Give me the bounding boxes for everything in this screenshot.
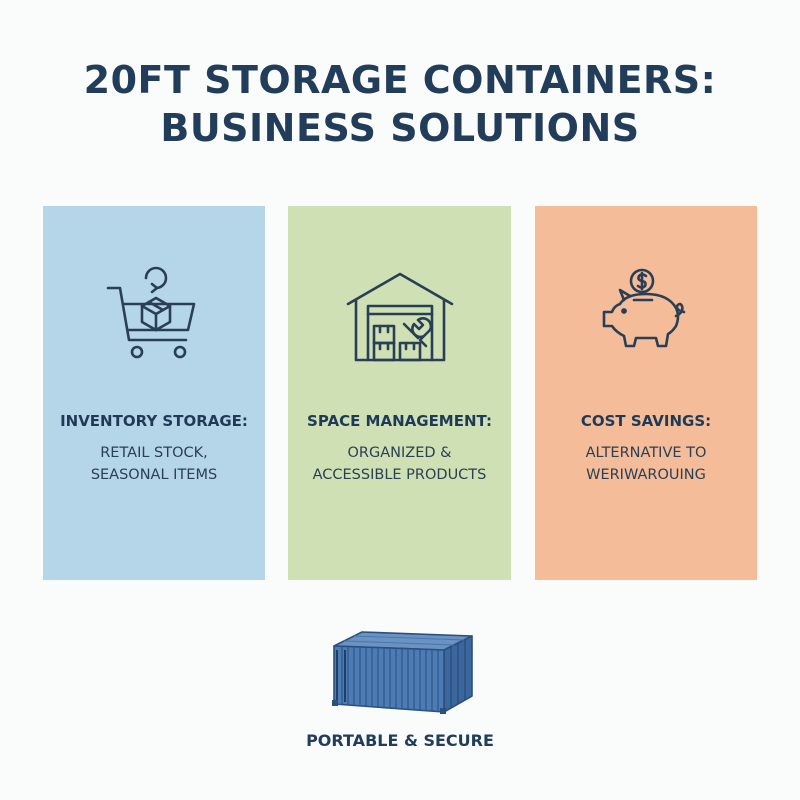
panel-description: RETAIL STOCK, SEASONAL ITEMS	[43, 442, 265, 486]
title-line-1: 20FT STORAGE CONTAINERS:	[83, 58, 717, 102]
shopping-cart-box-icon	[104, 264, 204, 368]
panel-description: ORGANIZED & ACCESSIBLE PRODUCTS	[288, 442, 511, 486]
panel-inventory-storage: INVENTORY STORAGE: RETAIL STOCK, SEASONA…	[43, 206, 265, 580]
footer-label: PORTABLE & SECURE	[306, 731, 494, 750]
panel-description-line: ALTERNATIVE TO	[585, 445, 707, 461]
panel-heading: INVENTORY STORAGE:	[60, 412, 248, 430]
page-title: 20FT STORAGE CONTAINERS: BUSINESS SOLUTI…	[0, 56, 800, 152]
panel-space-management: SPACE MANAGEMENT: ORGANIZED & ACCESSIBLE…	[288, 206, 511, 580]
panel-description-line: WERIWAROUING	[586, 467, 706, 483]
shipping-container-icon	[328, 626, 474, 722]
title-line-2: BUSINESS SOLUTIONS	[160, 106, 640, 150]
panel-cost-savings: COST SAVINGS: ALTERNATIVE TO WERIWAROUIN…	[535, 206, 757, 580]
panel-description-line: ORGANIZED &	[347, 445, 452, 461]
panel-description: ALTERNATIVE TO WERIWAROUING	[535, 442, 757, 486]
panel-heading: COST SAVINGS:	[580, 412, 712, 430]
panel-heading: SPACE MANAGEMENT:	[307, 412, 492, 430]
panel-description-line: ACCESSIBLE PRODUCTS	[312, 467, 487, 483]
panel-description-line: SEASONAL ITEMS	[90, 467, 218, 483]
panel-description-line: RETAIL STOCK,	[100, 445, 208, 461]
piggy-bank-dollar-icon	[596, 264, 696, 368]
warehouse-boxes-wrench-icon	[344, 264, 456, 368]
